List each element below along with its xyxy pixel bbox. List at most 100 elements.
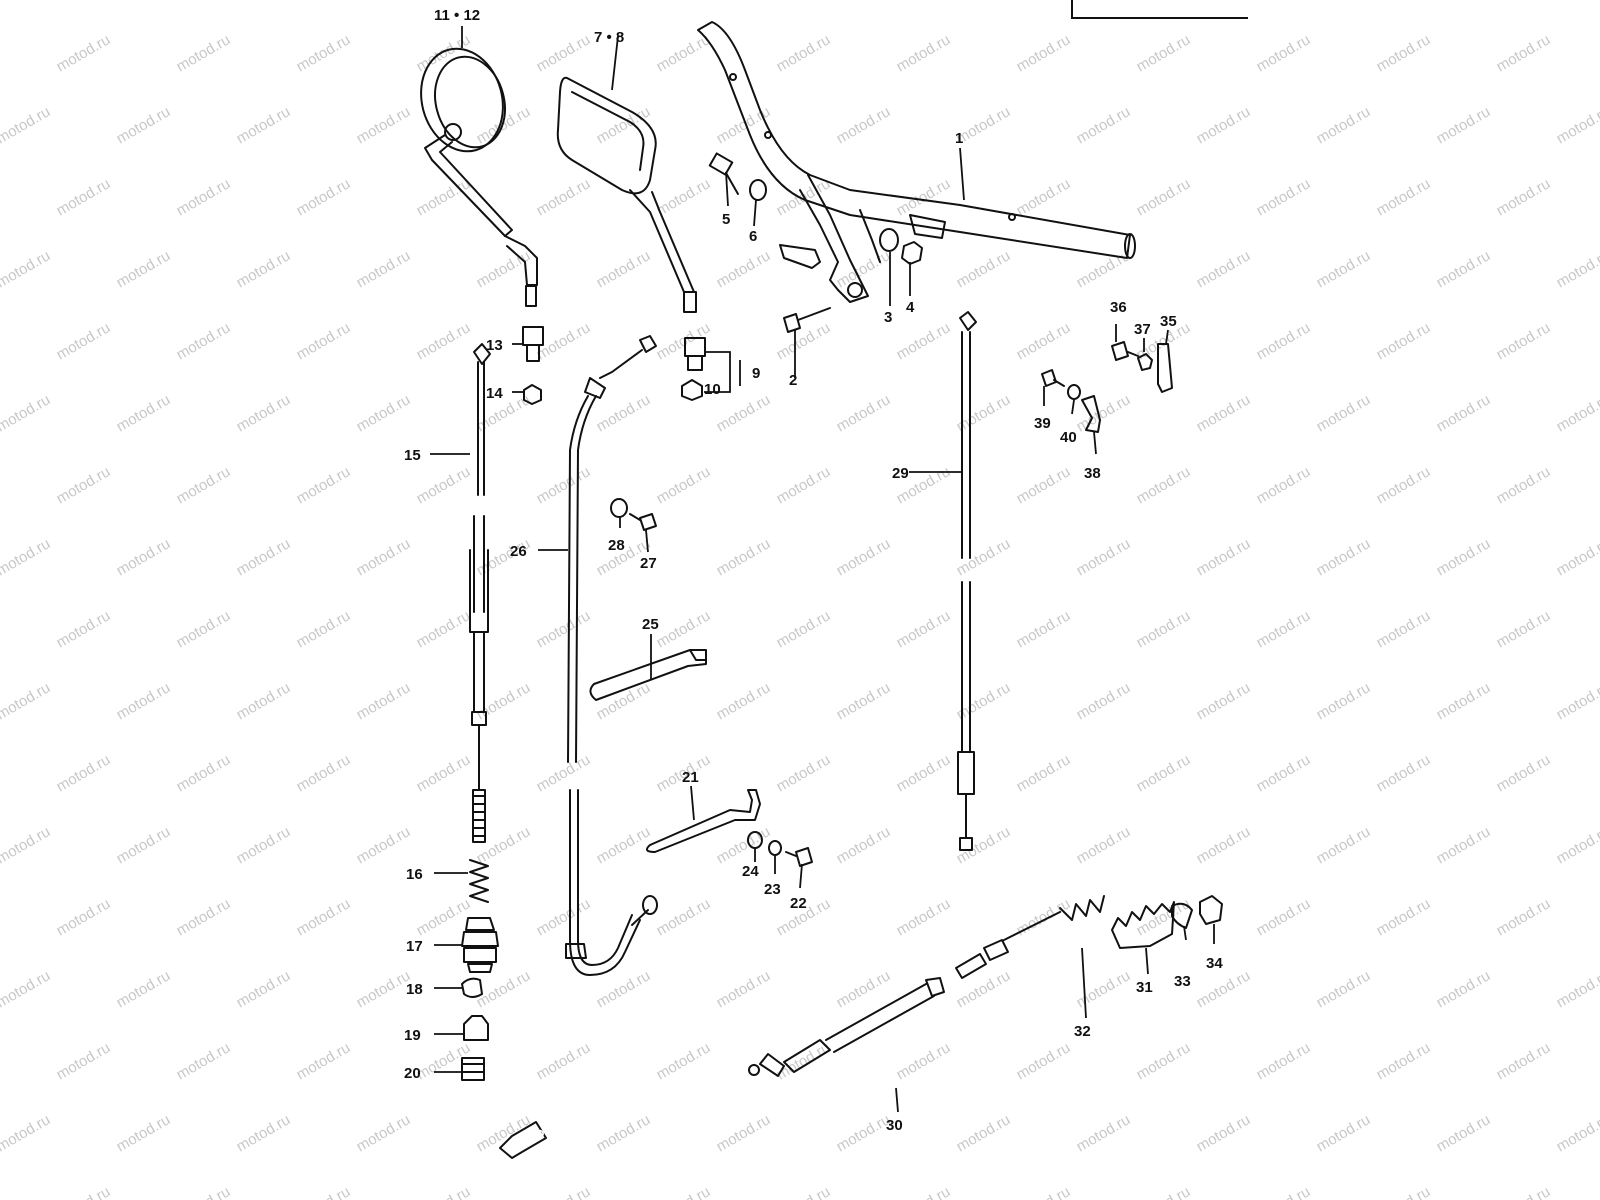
watermark-text: motod.ru [774, 31, 834, 75]
bolt-39 [1041, 369, 1065, 387]
watermark-text: motod.ru [234, 391, 294, 435]
watermark-text: motod.ru [1194, 679, 1254, 723]
watermark-text: motod.ru [954, 967, 1014, 1011]
callout-35: 35 [1160, 313, 1177, 330]
handlebar [697, 21, 1136, 303]
nut-10 [681, 379, 703, 401]
watermark-text: motod.ru [1014, 175, 1074, 219]
watermark-text: motod.ru [894, 319, 954, 363]
callout-28: 28 [608, 537, 625, 554]
watermark-text: motod.ru [54, 1183, 114, 1200]
watermark-text: motod.ru [294, 463, 354, 507]
callout-17: 17 [406, 938, 423, 955]
watermark-text: motod.ru [1434, 103, 1494, 147]
watermark-text: motod.ru [1074, 103, 1134, 147]
watermark-text: motod.ru [1554, 247, 1600, 291]
watermark-text: motod.ru [894, 607, 954, 651]
clip-21 [645, 789, 761, 853]
watermark-text: motod.ru [174, 1183, 234, 1200]
watermark-text: motod.ru [114, 535, 174, 579]
watermark-text: motod.ru [834, 391, 894, 435]
watermark-text: motod.ru [1554, 823, 1600, 867]
callout-6: 6 [749, 228, 757, 245]
cable-15 [469, 343, 491, 843]
washer-23 [768, 840, 782, 856]
washer-40 [1067, 384, 1081, 400]
callout-16: 16 [406, 866, 423, 883]
callout-36: 36 [1110, 299, 1127, 316]
watermark-text: motod.ru [174, 175, 234, 219]
watermark-text: motod.ru [834, 823, 894, 867]
watermark-text: motod.ru [414, 175, 474, 219]
watermark-text: motod.ru [954, 1111, 1014, 1155]
bolt-5 [708, 152, 739, 195]
washer-37 [1137, 353, 1153, 371]
watermark-text: motod.ru [54, 175, 114, 219]
watermark-text: motod.ru [234, 1111, 294, 1155]
callout-40: 40 [1060, 429, 1077, 446]
watermark-text: motod.ru [654, 607, 714, 651]
watermark-text: motod.ru [294, 175, 354, 219]
watermark-text: motod.ru [534, 895, 594, 939]
watermark-text: motod.ru [0, 247, 53, 291]
watermark-text: motod.ru [174, 607, 234, 651]
watermark-text: motod.ru [1014, 751, 1074, 795]
watermark-text: motod.ru [1134, 175, 1194, 219]
watermark-text: motod.ru [0, 679, 53, 723]
watermark-text: motod.ru [1314, 535, 1374, 579]
watermark-text: motod.ru [54, 1039, 114, 1083]
watermark-text: motod.ru [1014, 607, 1074, 651]
nut-4 [901, 241, 923, 265]
watermark-text: motod.ru [774, 319, 834, 363]
watermark-text: motod.ru [1254, 1183, 1314, 1200]
watermark-text: motod.ru [0, 823, 53, 867]
watermark-text: motod.ru [594, 823, 654, 867]
watermark-text: motod.ru [114, 0, 174, 3]
watermark-text: motod.ru [1134, 607, 1194, 651]
watermark-text: motod.ru [1314, 103, 1374, 147]
watermark-text: motod.ru [414, 751, 474, 795]
watermark-text: motod.ru [1194, 247, 1254, 291]
callouts: 1 2 3 4 5 6 7 • 8 9 10 11 • 12 13 14 15 … [404, 7, 1223, 1134]
cable-30 [748, 911, 1061, 1077]
watermark-text: motod.ru [0, 1111, 53, 1155]
watermark-text: motod.ru [1254, 31, 1314, 75]
washer-28 [610, 498, 628, 518]
bolt-36 [1111, 341, 1139, 361]
watermark-text: motod.ru [354, 103, 414, 147]
watermark-text: motod.ru [1434, 391, 1494, 435]
watermark-text: motod.ru [1434, 247, 1494, 291]
callout-19: 19 [404, 1027, 421, 1044]
watermark-text: motod.ru [1374, 1039, 1434, 1083]
watermark-text: motod.ru [1254, 463, 1314, 507]
watermark-text: motod.ru [1554, 967, 1600, 1011]
callout-24: 24 [742, 863, 759, 880]
watermark-text: motod.ru [1314, 0, 1374, 3]
watermark-text: motod.ru [1014, 1039, 1074, 1083]
callout-5: 5 [722, 211, 730, 228]
watermark-text: motod.ru [114, 247, 174, 291]
callout-9: 9 [752, 365, 760, 382]
watermark-text: motod.ru [894, 751, 954, 795]
watermark-text: motod.ru [894, 1039, 954, 1083]
watermark-text: motod.ru [0, 0, 53, 3]
watermark-text: motod.ru [354, 823, 414, 867]
watermark-text: motod.ru [1254, 1039, 1314, 1083]
callout-39: 39 [1034, 415, 1051, 432]
watermark-text: motod.ru [1494, 895, 1554, 939]
callout-4: 4 [906, 299, 915, 316]
watermark-text: motod.ru [354, 679, 414, 723]
watermark-text: motod.ru [354, 967, 414, 1011]
watermark-text: motod.ru [654, 1183, 714, 1200]
watermark-text: motod.ru [1074, 823, 1134, 867]
watermark-text: motod.ru [1494, 463, 1554, 507]
watermark-text: motod.ru [294, 31, 354, 75]
watermark-text: motod.ru [1194, 103, 1254, 147]
callout-11-12: 11 • 12 [434, 7, 480, 24]
frame-corner [1071, 0, 1248, 19]
watermark-text: motod.ru [0, 391, 53, 435]
watermark-text: motod.ru [1074, 535, 1134, 579]
callout-38: 38 [1084, 465, 1101, 482]
cap-18 [461, 977, 483, 998]
callout-37: 37 [1134, 321, 1151, 338]
